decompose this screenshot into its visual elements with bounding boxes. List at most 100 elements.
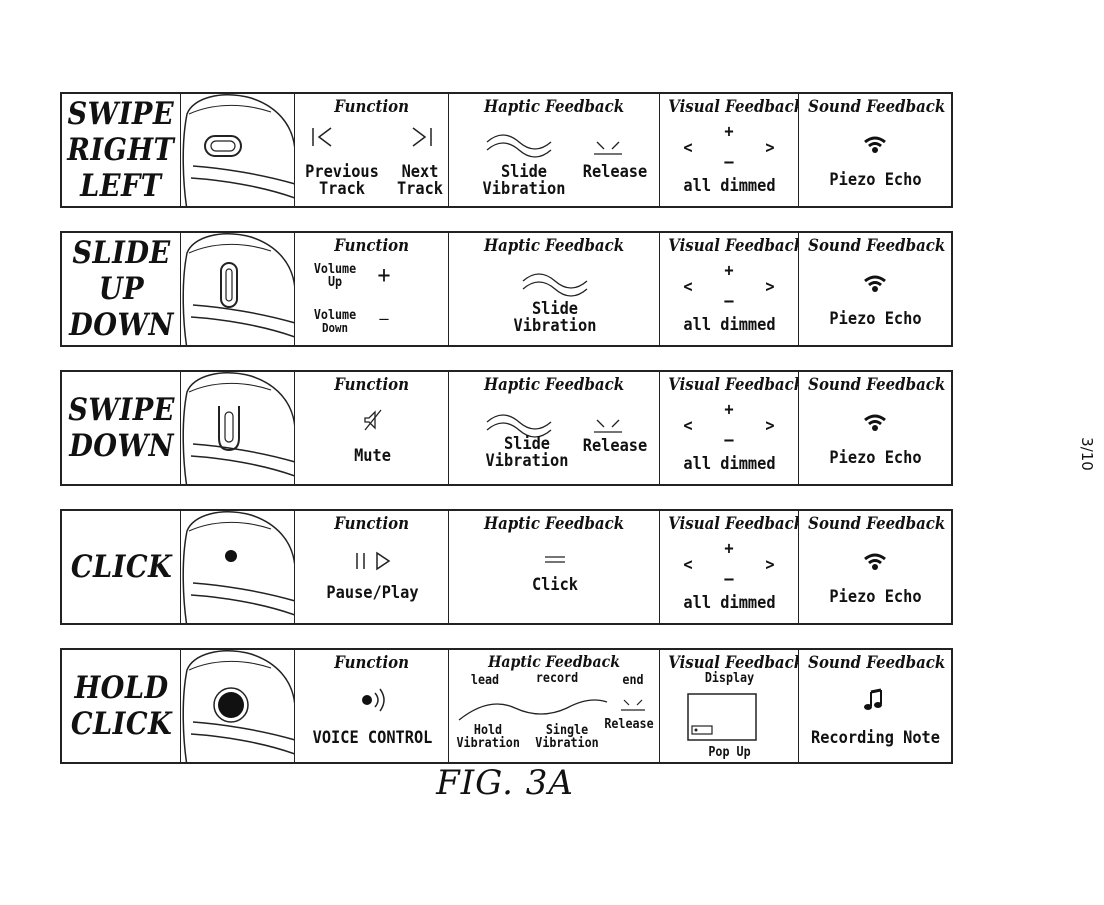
label-line: Single: [546, 723, 589, 738]
piezo-echo-icon: [863, 414, 886, 431]
haptic-header: Haptic Feedback: [484, 236, 625, 256]
plus-indicator: +: [724, 539, 734, 559]
haptic-cell: Haptic Feedback Click: [449, 511, 661, 623]
page-number: 3/10: [1077, 437, 1096, 471]
single-vibration-label: Single Vibration: [535, 724, 600, 750]
visual-header: Visual Feedback: [668, 97, 799, 117]
gesture-name-cell: SLIDE UP DOWN: [62, 233, 182, 345]
right-indicator: >: [765, 555, 775, 575]
volume-up-label: Volume Up: [308, 263, 362, 289]
label-line: Vibration: [535, 736, 599, 751]
haptic-cell: Haptic Feedback Slide Vibration: [449, 233, 661, 345]
volume-down-icon: —: [379, 309, 389, 329]
earbud-illustration: [181, 650, 295, 762]
all-dimmed-label: all dimmed: [683, 454, 776, 474]
earbud-illustration: [181, 94, 295, 206]
figure-caption: FIG. 3A: [436, 763, 574, 803]
gesture-name-cell: CLICK: [62, 511, 182, 623]
piezo-echo-label: Piezo Echo: [829, 170, 922, 190]
visual-header: Visual Feedback: [668, 375, 799, 395]
function-cell: Function Volume Up + Volume Down —: [295, 233, 450, 345]
gesture-word: HOLD: [74, 670, 169, 706]
gesture-row-hold-click: HOLD CLICK Function VOICE CONTROL Haptic…: [60, 648, 953, 764]
visual-cell: Visual Feedback Display Pop Up: [660, 650, 799, 762]
minus-indicator: —: [724, 291, 734, 311]
label-line: Volume: [313, 262, 357, 277]
gesture-name-cell: SWIPE DOWN: [62, 372, 182, 484]
label-line: Track: [396, 179, 443, 199]
gesture-word: DOWN: [68, 428, 174, 464]
label-line: Down: [321, 321, 348, 335]
visual-cell: Visual Feedback + < > — all dimmed: [660, 94, 799, 206]
slide-vibration-wave-icon: [486, 414, 623, 438]
pop-up-label: Pop Up: [708, 745, 751, 760]
haptic-header: Haptic Feedback: [484, 375, 625, 395]
visual-header: Visual Feedback: [668, 653, 799, 673]
function-cell: Function Mute: [295, 372, 450, 484]
gesture-name: SWIPE DOWN: [68, 392, 175, 464]
haptic-cell: Haptic Feedback Slide Vibration Release: [449, 94, 661, 206]
gesture-word: SWIPE: [67, 96, 175, 132]
visual-cell: Visual Feedback + < > — all dimmed: [660, 511, 799, 623]
label-line: Previous: [305, 162, 379, 182]
gesture-name: SLIDE UP DOWN: [69, 235, 174, 343]
slide-vibration-wave-icon: [486, 134, 623, 158]
display-label: Display: [705, 671, 755, 686]
piezo-echo-icon: [863, 136, 886, 153]
next-track-label: Next Track: [394, 164, 446, 198]
function-cell: Function VOICE CONTROL: [295, 650, 450, 762]
gesture-word: RIGHT: [67, 132, 175, 168]
function-header: Function: [334, 375, 409, 395]
visual-header: Visual Feedback: [668, 236, 799, 256]
gesture-name: CLICK: [71, 549, 172, 585]
mute-icon: [364, 409, 382, 431]
voice-control-icon: [361, 688, 385, 712]
gesture-name: SWIPE RIGHT LEFT: [68, 96, 175, 204]
sound-cell: Sound Feedback Piezo Echo: [799, 233, 951, 345]
previous-track-label: Previous Track: [301, 164, 382, 198]
gesture-word: CLICK: [70, 549, 172, 585]
gesture-row-click: CLICK Function Pause/Play Haptic Feedbac…: [60, 509, 953, 625]
gesture-row-swipe-down: SWIPE DOWN Function Mute Haptic Feedback: [60, 370, 953, 486]
sound-cell: Sound Feedback Piezo Echo: [799, 94, 951, 206]
previous-track-icon: [312, 127, 332, 147]
function-header: Function: [334, 514, 409, 534]
label-line: Vibration: [513, 316, 597, 336]
right-indicator: >: [765, 277, 775, 297]
right-indicator: >: [765, 138, 775, 158]
all-dimmed-label: all dimmed: [683, 593, 776, 613]
click-label: Click: [532, 575, 579, 595]
plus-indicator: +: [724, 400, 734, 420]
earbud-hold-click-icon: [182, 650, 294, 762]
label-line: Slide: [504, 434, 551, 454]
visual-cell: Visual Feedback + < > — all dimmed: [660, 372, 799, 484]
gesture-word: CLICK: [70, 706, 172, 742]
slide-vibration-wave-icon: [522, 273, 588, 297]
earbud-slide-vertical-icon: [182, 233, 294, 345]
function-header: Function: [334, 653, 409, 673]
hold-vibration-label: Hold Vibration: [457, 724, 520, 750]
gesture-row-slide-up-down: SLIDE UP DOWN Function Volume Up + Volum…: [60, 231, 953, 347]
release-label: Release: [583, 162, 648, 182]
voice-control-label: VOICE CONTROL: [312, 728, 433, 748]
label-line: Track: [318, 179, 365, 199]
haptic-cell: Haptic Feedback lead record end Hold Vib…: [449, 650, 661, 762]
minus-indicator: —: [724, 152, 734, 172]
record-phase-label: record: [536, 671, 579, 686]
function-header: Function: [334, 236, 409, 256]
all-dimmed-label: all dimmed: [683, 315, 776, 335]
popup-display-icon: [687, 693, 758, 741]
gesture-name: HOLD CLICK: [71, 670, 172, 742]
label-line: Vibration: [482, 179, 566, 199]
label-line: Slide: [532, 299, 579, 319]
gesture-word: SWIPE: [67, 392, 175, 428]
visual-cell: Visual Feedback + < > — all dimmed: [660, 233, 799, 345]
piezo-echo-label: Piezo Echo: [829, 587, 922, 607]
function-cell: Function Previous Track Next Track: [295, 94, 450, 206]
gesture-word: DOWN: [68, 307, 174, 343]
haptic-header: Haptic Feedback: [484, 514, 625, 534]
release-label: Release: [583, 436, 648, 456]
left-indicator: <: [683, 555, 693, 575]
earbud-illustration: [181, 372, 295, 484]
piezo-echo-icon: [863, 553, 886, 570]
